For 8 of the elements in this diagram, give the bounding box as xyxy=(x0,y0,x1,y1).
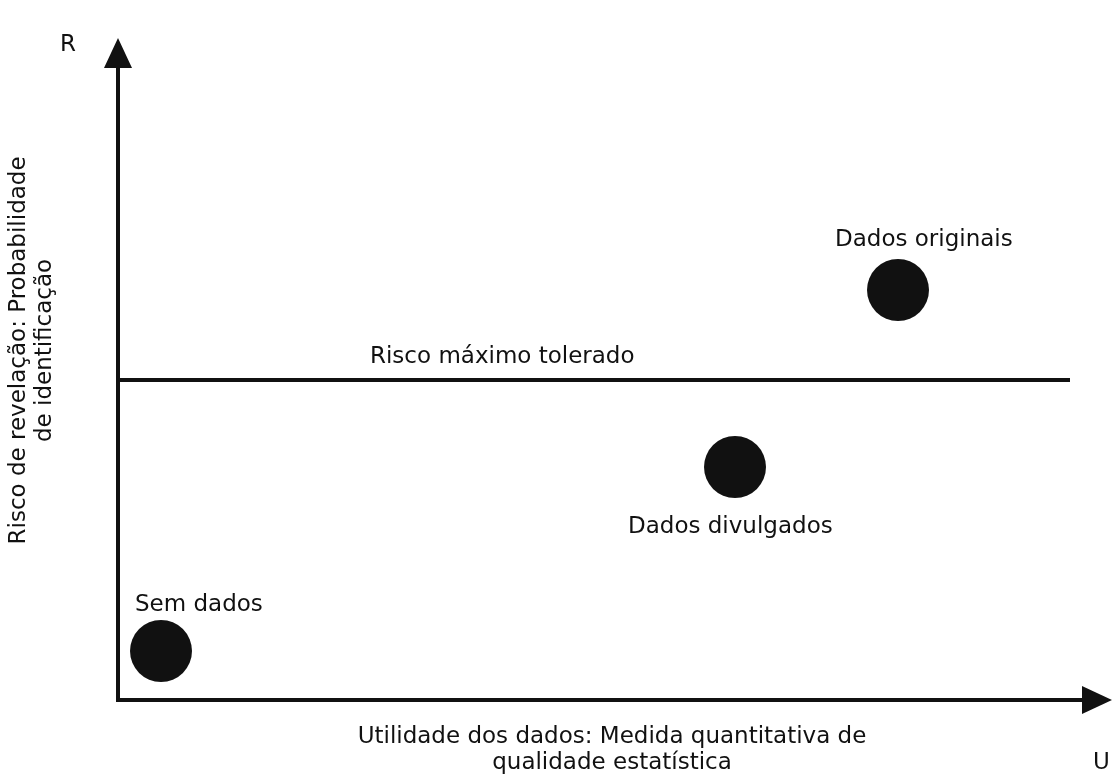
threshold-label: Risco máximo tolerado xyxy=(370,342,635,369)
point-label: Dados divulgados xyxy=(628,512,833,539)
x-axis-title: Utilidade dos dados: Medida quantitativa de qualidade estatística xyxy=(356,722,868,775)
axis-letter: U xyxy=(1093,748,1110,775)
axis-letter: R xyxy=(60,30,76,57)
point-label: Sem dados xyxy=(135,590,263,617)
point-label: Dados originais xyxy=(835,225,1013,252)
y-axis-title: Risco de revelação: Probabilidade de identificação xyxy=(3,155,57,547)
